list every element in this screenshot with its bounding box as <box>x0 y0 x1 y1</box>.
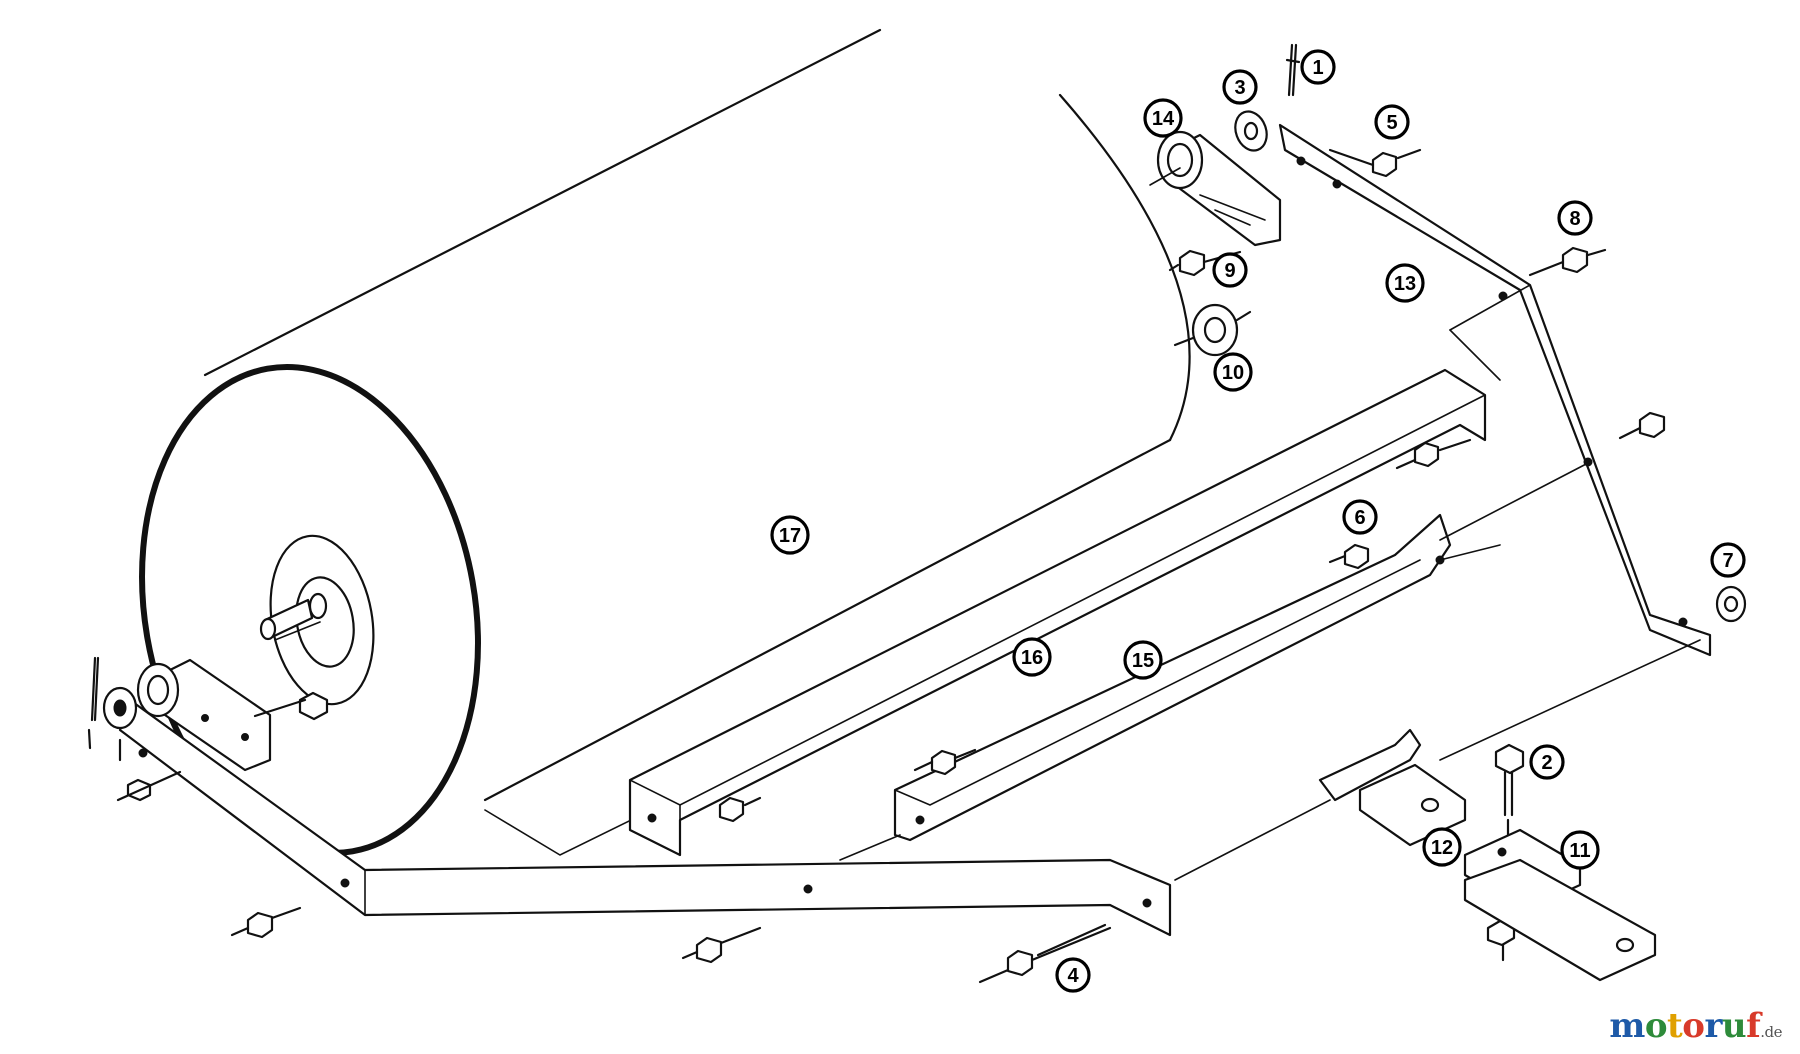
leader-lines <box>274 461 1701 881</box>
callout-circle <box>1560 830 1600 870</box>
drum-hub <box>259 534 375 706</box>
callout-circle <box>1222 69 1258 105</box>
callout-number: 15 <box>1132 650 1154 672</box>
long-bracket <box>628 368 1487 857</box>
callout-circle <box>1385 263 1425 303</box>
callout-12: 12 <box>1422 827 1462 867</box>
callout-13: 13 <box>1385 263 1425 303</box>
callout-15: 15 <box>1123 640 1163 680</box>
callout-2: 2 <box>1529 744 1565 780</box>
callout-number: 5 <box>1386 112 1397 134</box>
callout-circle <box>1143 98 1183 138</box>
callout-circle <box>1529 744 1565 780</box>
callout-number: 4 <box>1067 965 1079 987</box>
callout-7: 7 <box>1710 542 1746 578</box>
callout-circle <box>1342 499 1378 535</box>
callout-10: 10 <box>1213 352 1253 392</box>
callout-8: 8 <box>1557 200 1593 236</box>
callout-number: 9 <box>1224 260 1235 282</box>
callout-circle <box>1300 49 1336 85</box>
callout-number: 8 <box>1569 208 1580 230</box>
callout-circle <box>1123 640 1163 680</box>
callout-circle <box>1557 200 1593 236</box>
callout-4: 4 <box>1055 957 1091 993</box>
hitch-plate <box>1463 828 1657 982</box>
callout-17: 17 <box>770 515 810 555</box>
callout-number: 13 <box>1394 273 1416 295</box>
hitch-clamp <box>1318 728 1467 847</box>
callout-number: 11 <box>1569 840 1590 862</box>
callout-number: 12 <box>1431 837 1453 859</box>
callout-9: 9 <box>1212 252 1248 288</box>
callout-number: 6 <box>1354 507 1365 529</box>
callout-number: 17 <box>779 525 801 547</box>
left-bearing-bracket <box>87 656 329 802</box>
callout-number: 14 <box>1152 108 1175 130</box>
callout-circle <box>1213 352 1253 392</box>
callout-number: 16 <box>1021 647 1043 669</box>
callout-number: 3 <box>1234 77 1245 99</box>
callout-6: 6 <box>1342 499 1378 535</box>
callout-1: 1 <box>1300 49 1336 85</box>
right-bearing-bracket <box>1149 130 1282 247</box>
callout-16: 16 <box>1012 637 1052 677</box>
callout-circle <box>1374 104 1410 140</box>
callout-circle <box>1422 827 1462 867</box>
callout-3: 3 <box>1222 69 1258 105</box>
callout-number: 10 <box>1222 362 1244 384</box>
callout-11: 11 <box>1560 830 1600 870</box>
callout-number: 2 <box>1541 752 1552 774</box>
right-tow-arm <box>1278 123 1712 657</box>
left-tow-arm <box>118 698 1172 937</box>
callout-circle <box>770 515 810 555</box>
watermark-suffix: .de <box>1760 1023 1782 1041</box>
callout-5: 5 <box>1374 104 1410 140</box>
callout-circle <box>1710 542 1746 578</box>
callout-circle <box>1055 957 1091 993</box>
watermark-brand: motoruf <box>1609 1006 1761 1046</box>
callout-14: 14 <box>1143 98 1183 138</box>
hardware <box>230 43 1747 984</box>
callout-circle <box>1212 252 1248 288</box>
callout-number: 1 <box>1312 57 1323 79</box>
callout-circle <box>1012 637 1052 677</box>
watermark-logo: motoruf.de <box>1609 1006 1782 1046</box>
callout-number: 7 <box>1722 550 1733 572</box>
